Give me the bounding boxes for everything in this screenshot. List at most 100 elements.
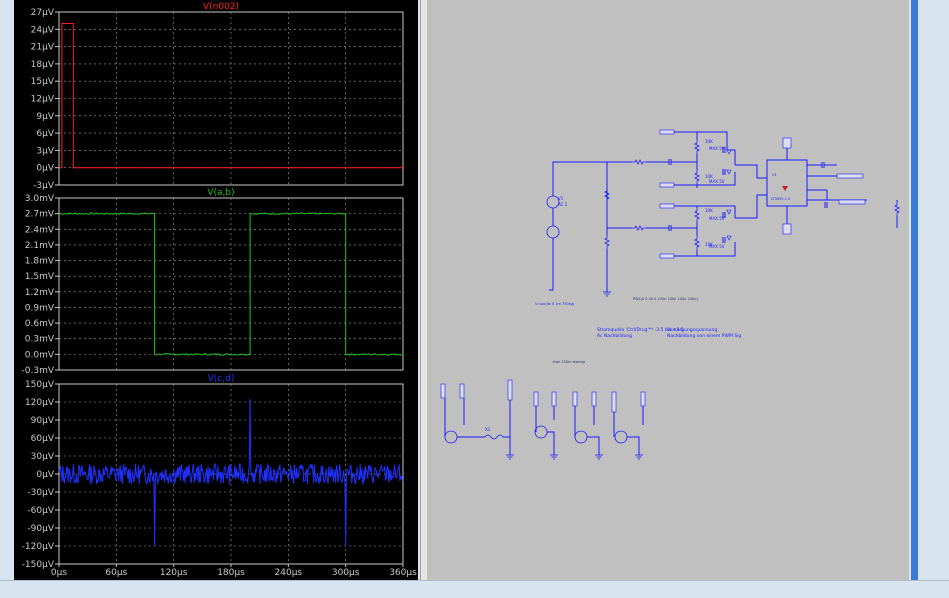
wire xyxy=(727,205,736,218)
schematic-text: Ac Nachbildung xyxy=(597,333,632,339)
wire xyxy=(735,164,767,179)
net-label xyxy=(572,391,578,407)
net-label xyxy=(838,199,866,205)
net-label xyxy=(659,129,675,135)
y-tick-label: -60µV xyxy=(27,506,54,516)
y-tick-label: 24µV xyxy=(31,25,55,35)
diode xyxy=(726,235,732,241)
diode xyxy=(726,209,732,215)
y-tick-label: 0µV xyxy=(36,470,54,480)
y-tick-label: -3µV xyxy=(33,181,55,191)
pane-1: V(n002)27µV24µV21µV18µV15µV12µV9µV6µV3µV… xyxy=(31,2,404,191)
net-label xyxy=(440,383,446,399)
pane-title: V(a,b) xyxy=(207,188,234,198)
wire xyxy=(549,238,554,291)
y-tick-label: 0.6mV xyxy=(25,319,55,329)
wire xyxy=(587,436,600,455)
schematic-text: MAX 5V xyxy=(709,179,725,184)
y-tick-label: 2.7mV xyxy=(25,210,55,220)
schematic-text: X1 xyxy=(485,427,491,432)
status-bar xyxy=(0,580,949,598)
x-tick-label: 360µs xyxy=(389,568,417,578)
y-tick-label: 3.0mV xyxy=(25,194,55,204)
voltage-source xyxy=(614,430,628,444)
y-tick-label: 12µV xyxy=(31,95,55,105)
resistor xyxy=(894,202,900,216)
voltage-source xyxy=(574,430,588,444)
voltage-source xyxy=(546,225,560,239)
resistor xyxy=(632,159,646,165)
trace-3 xyxy=(58,398,403,547)
schematic-text: 10K xyxy=(705,139,713,144)
resistor xyxy=(694,140,700,154)
x-tick-label: 240µs xyxy=(275,568,303,578)
schematic-text: 10K xyxy=(705,242,713,247)
wire xyxy=(547,431,555,455)
y-tick-label: 2.1mV xyxy=(25,241,55,251)
pane-3: V(c,d)150µV120µV90µV60µV30µV0µV-30µV-60µ… xyxy=(22,374,404,570)
schematic-text: Versorgungsspannung xyxy=(667,327,717,333)
net-label xyxy=(533,391,539,407)
x-tick-label: 60µs xyxy=(105,568,127,578)
wire xyxy=(674,131,728,150)
net-label xyxy=(459,383,465,399)
y-tick-label: 3µV xyxy=(36,146,54,156)
schematic-text: AC 1 xyxy=(558,202,568,207)
y-tick-label: 15µV xyxy=(31,77,55,87)
y-tick-label: 90µV xyxy=(31,416,55,426)
y-tick-label: 1.2mV xyxy=(25,288,55,298)
resistor xyxy=(694,170,700,184)
ic-logo-icon xyxy=(782,186,788,191)
x-tick-label: 120µs xyxy=(160,568,188,578)
y-tick-label: 18µV xyxy=(31,60,55,70)
y-tick-label: -0.3mV xyxy=(22,366,55,376)
resistor xyxy=(604,235,610,249)
x-tick-label: 300µs xyxy=(332,568,360,578)
y-tick-label: 60µV xyxy=(31,434,55,444)
window-edge xyxy=(911,0,918,580)
y-tick-label: 0.3mV xyxy=(25,335,55,345)
y-tick-label: 27µV xyxy=(31,8,55,18)
net-label xyxy=(782,137,792,149)
schematic-text: V1 xyxy=(558,196,564,201)
waveform-plot: V(n002)27µV24µV21µV18µV15µV12µV9µV6µV3µV… xyxy=(22,2,418,578)
y-tick-label: -30µV xyxy=(27,488,54,498)
y-tick-label: 0.0mV xyxy=(25,350,55,360)
net-label xyxy=(782,223,792,235)
pane-2: V(a,b)3.0mV2.7mV2.4mV2.1mV1.8mV1.5mV1.2m… xyxy=(22,188,404,376)
y-tick-label: 150µV xyxy=(25,380,55,390)
resistor xyxy=(632,225,646,231)
schematic-text: Nachbildung von einem PWM Sig xyxy=(667,333,741,339)
y-tick-label: -120µV xyxy=(22,542,55,552)
resistor xyxy=(694,208,700,222)
wire xyxy=(552,161,607,196)
schematic-text: V=sin(dc 0 1m 750kg) xyxy=(535,302,575,306)
y-tick-label: 0µV xyxy=(36,164,54,174)
schematic-text: 10K xyxy=(705,174,713,179)
y-tick-label: 1.8mV xyxy=(25,257,55,267)
schematic-text: PWL(0 0 40 0 100n 100n 100u 200u) xyxy=(633,297,698,301)
voltage-source xyxy=(444,430,458,444)
y-tick-label: 120µV xyxy=(25,398,55,408)
resistor xyxy=(604,188,610,202)
inductor xyxy=(484,434,504,440)
y-tick-label: 0.9mV xyxy=(25,303,55,313)
net-label xyxy=(507,379,513,401)
pane-title: V(n002) xyxy=(203,2,239,12)
schematic-text: Stromquelle 'Ctrl/Drug'** -3.5 bis +3.5 xyxy=(597,327,684,333)
y-tick-label: 6µV xyxy=(36,129,54,139)
schematic-text: MAX 5V xyxy=(709,244,725,249)
diode xyxy=(726,149,732,155)
voltage-source xyxy=(534,425,548,439)
y-tick-label: 30µV xyxy=(31,452,55,462)
wire xyxy=(727,242,736,257)
net-label xyxy=(640,391,646,407)
net-label xyxy=(551,391,557,407)
wire xyxy=(727,172,736,186)
wire xyxy=(503,400,511,438)
net-label xyxy=(836,173,864,179)
wire xyxy=(735,194,767,219)
